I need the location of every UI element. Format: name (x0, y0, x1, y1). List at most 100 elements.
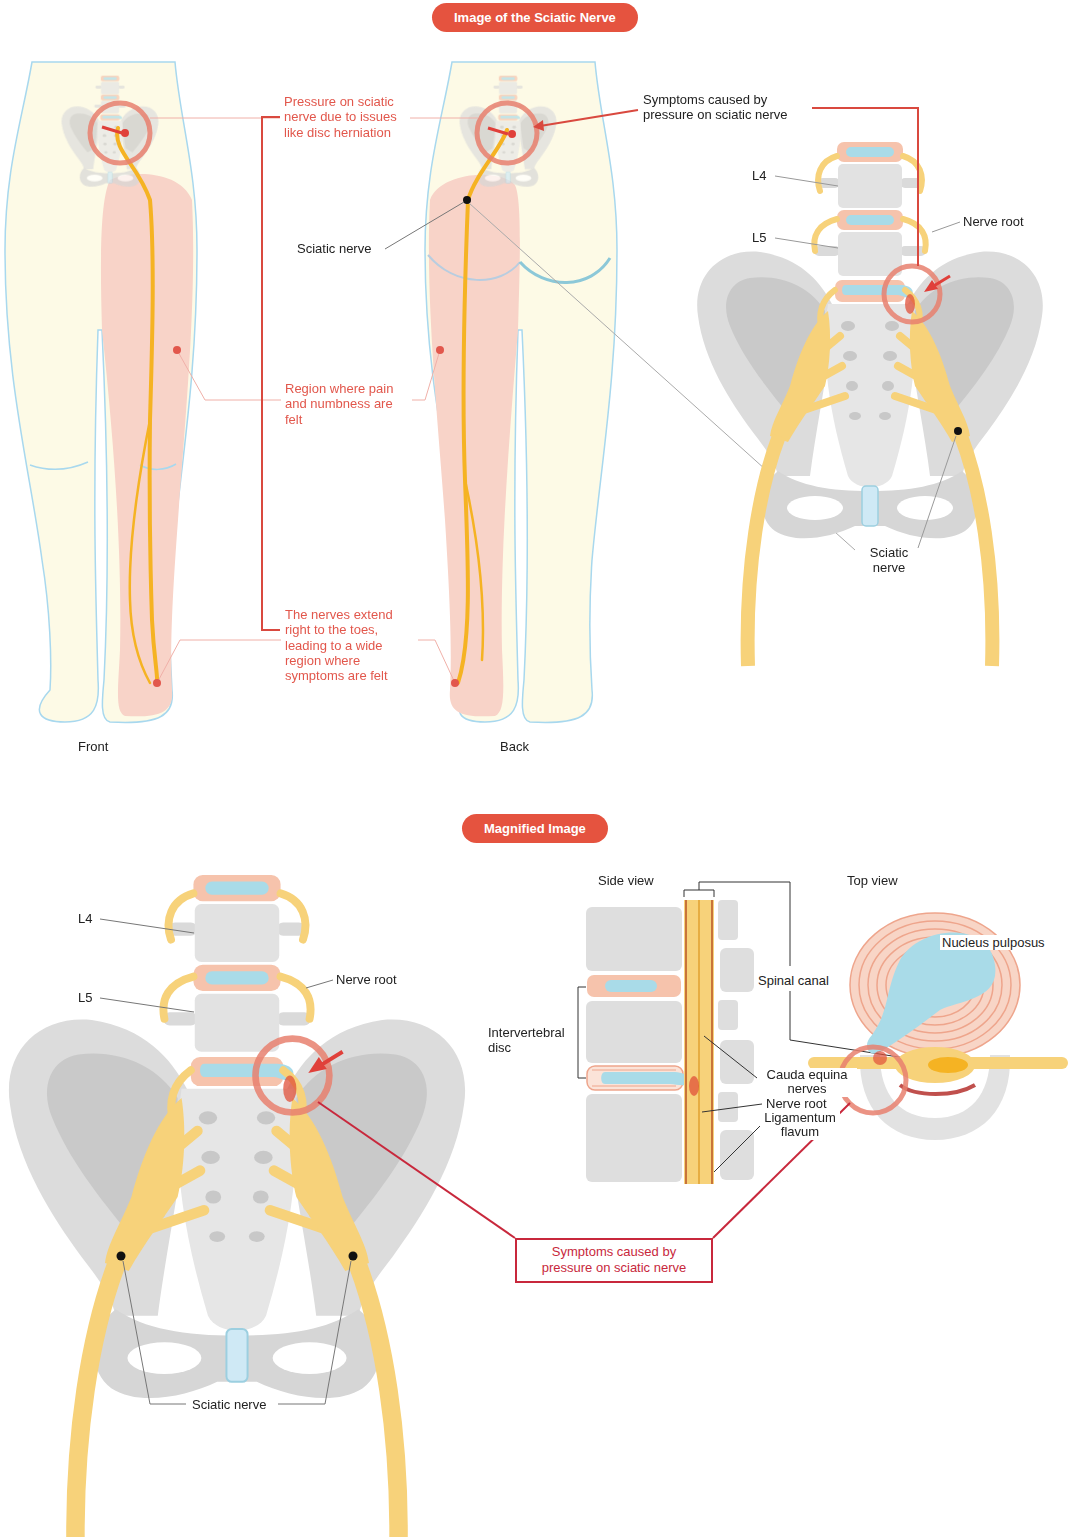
illustration-part (900, 1085, 975, 1094)
part-label: Nerve root (336, 972, 397, 987)
part-label: L5 (78, 990, 92, 1005)
part-label: Sciatic nerve (192, 1397, 266, 1412)
symptom-dot (153, 346, 459, 687)
nerve-dot (349, 1252, 358, 1261)
illustration-part (928, 1057, 968, 1073)
pelvis-illustration (9, 875, 465, 1537)
pressure-dot (508, 130, 516, 138)
illustration-part (586, 1001, 682, 1063)
body-outline (5, 62, 197, 723)
illustration-part (318, 1102, 515, 1238)
illustration-part (255, 1039, 342, 1113)
illustration-part (605, 980, 657, 992)
leader-line (100, 919, 351, 1404)
illustration-part (867, 933, 995, 1054)
illustration-part (278, 1261, 351, 1404)
nerve-dot (954, 427, 962, 435)
illustration-part (130, 420, 150, 683)
illustration-part (157, 640, 281, 683)
illustration-part (714, 1126, 760, 1172)
buttock-line (520, 258, 610, 283)
nerve-dot (117, 1252, 126, 1261)
illustration-part (153, 679, 161, 687)
illustration-part (718, 900, 738, 940)
illustration-part (75, 893, 398, 1537)
illustration-part (686, 900, 712, 1184)
illustration-part (117, 128, 157, 683)
leader-line (150, 118, 478, 683)
illustration-part (689, 1076, 699, 1096)
illustration-part (100, 919, 194, 933)
illustration-part (412, 350, 440, 400)
part-label: Spinal canal (756, 973, 831, 988)
knee-line (30, 462, 176, 469)
illustration-part (100, 998, 194, 1012)
illustration-part (704, 1036, 757, 1078)
callout-line (318, 1102, 850, 1238)
illustration-part (436, 346, 444, 354)
nerve-dot (463, 196, 471, 204)
highlight-circle (477, 103, 537, 163)
illustration-part (578, 987, 586, 1078)
part-label: Intervertebral disc (488, 1025, 578, 1056)
illustration-part (684, 900, 714, 1184)
illustration-part (697, 142, 1043, 538)
nerve-path (458, 130, 507, 683)
illustration-part (465, 480, 483, 660)
pressure-arrow (102, 127, 122, 133)
callout-box: Symptoms caused by pressure on sciatic n… (515, 1238, 713, 1283)
bracket (262, 117, 280, 630)
pressure-dot (121, 129, 129, 137)
illustration-part (306, 980, 333, 988)
part-label: L4 (752, 168, 766, 183)
illustration-part (587, 975, 681, 997)
arrow-head (533, 120, 544, 131)
illustration-part (775, 176, 838, 186)
pressure-arrow (488, 128, 508, 134)
spine-side-view (586, 900, 754, 1184)
illustration-part (684, 890, 714, 897)
back-body (425, 62, 617, 723)
part-label: Cauda equina nerves (757, 1068, 857, 1097)
section-heading-pill: Image of the Sciatic Nerve (432, 3, 638, 32)
illustration-part (718, 1000, 738, 1030)
node-text: Symptoms caused by pressure on sciatic n… (525, 1244, 703, 1277)
illustration-part (418, 640, 455, 683)
illustration-part (713, 1103, 850, 1238)
illustration-part (932, 222, 960, 232)
illustration-part (718, 1092, 738, 1122)
illustration-part (699, 882, 790, 966)
front-body (5, 62, 197, 723)
illustration-part (177, 350, 281, 400)
part-label: L4 (78, 911, 92, 926)
illustration-part (586, 907, 682, 971)
illustration-part (62, 76, 159, 187)
pain-region (101, 174, 193, 716)
illustration-part (720, 948, 754, 992)
leader-line (775, 176, 960, 548)
pelvis-illustration (697, 142, 1043, 666)
illustration-part (873, 1051, 887, 1065)
part-label: Sciatic nerve (858, 545, 920, 576)
node-text: Magnified Image (484, 821, 586, 836)
illustration-part (601, 1072, 690, 1085)
body-outline (425, 62, 617, 723)
illustration-part (9, 875, 465, 1398)
part-label: Nerve root (764, 1097, 829, 1111)
node-text: Image of the Sciatic Nerve (454, 10, 616, 25)
illustration-part (458, 130, 507, 683)
leader-line (385, 202, 464, 249)
illustration-part (150, 118, 280, 119)
part-label: Side view (598, 873, 654, 888)
part-label: Back (500, 739, 529, 754)
part-label: Nerve root (963, 214, 1024, 229)
illustration-part (748, 156, 993, 666)
illustration-part (698, 900, 700, 1184)
part-label: Nucleus pulposus (940, 935, 1047, 950)
illustration-part (884, 266, 950, 322)
part-label: The nerves extend right to the toes, lea… (285, 607, 420, 684)
buttock-line (428, 255, 520, 280)
